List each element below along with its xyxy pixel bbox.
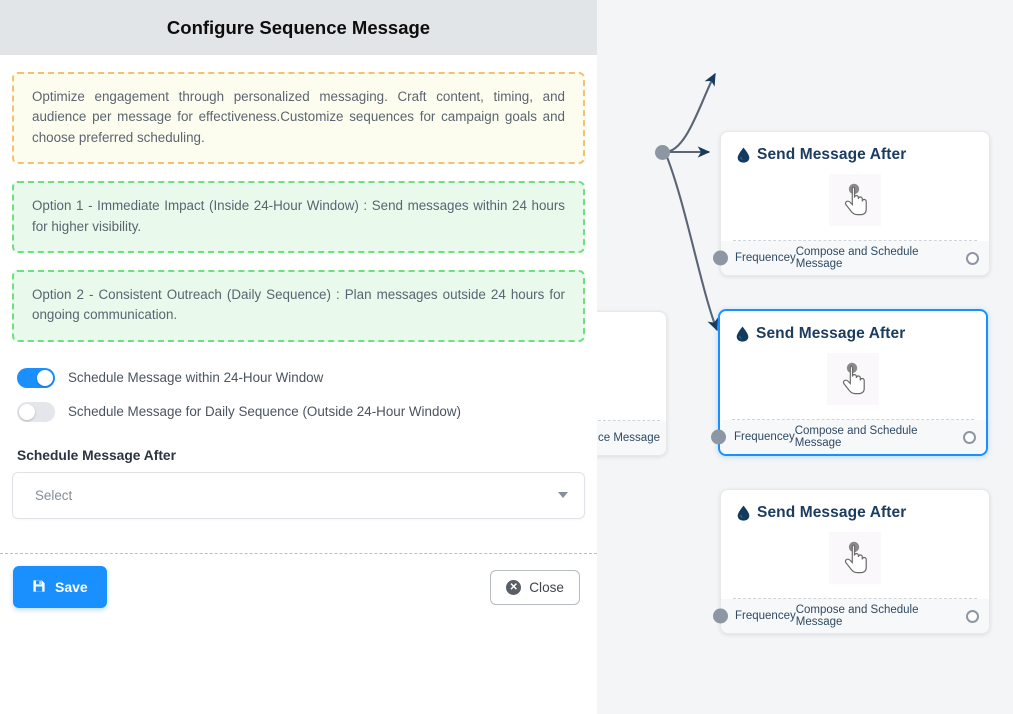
close-button-label: Close <box>529 579 564 595</box>
pointing-hand-cursor-icon <box>827 353 879 405</box>
node-1-title-row: Send Message After <box>737 146 973 164</box>
node-3-divider <box>733 598 977 599</box>
node-3-footer: Frequencey Compose and Schedule Message <box>713 599 989 633</box>
node-send-message-after-3[interactable]: Send Message After Frequencey Compose an… <box>713 489 990 634</box>
node-3-output-port[interactable] <box>966 609 979 623</box>
info-note: Optimize engagement through personalized… <box>12 72 585 165</box>
water-drop-icon <box>737 505 750 521</box>
save-button-label: Save <box>55 579 88 595</box>
node-3-input-port[interactable] <box>713 608 728 624</box>
chevron-down-icon[interactable] <box>558 492 568 499</box>
toggle-daily-sequence-label: Schedule Message for Daily Sequence (Out… <box>68 404 461 420</box>
node-2-divider <box>732 419 974 420</box>
node-2-body: Send Message After <box>720 311 986 419</box>
pointing-hand-cursor-icon <box>829 532 881 584</box>
dialog-body: Optimize engagement through personalized… <box>0 72 597 519</box>
configure-sequence-dialog: Configure Sequence Message Optimize enga… <box>0 0 597 608</box>
toggle-row-within-24h[interactable]: Schedule Message within 24-Hour Window <box>17 367 585 388</box>
close-button[interactable]: ✕ Close <box>490 569 580 605</box>
toggle-schedule-within-24h[interactable] <box>17 367 55 388</box>
node-2-footer: Frequencey Compose and Schedule Message <box>711 420 986 454</box>
flow-canvas[interactable]: ce Message Send Message After <box>597 0 1013 714</box>
close-icon: ✕ <box>506 579 522 595</box>
footer-divider <box>0 553 597 554</box>
node-3-title: Send Message After <box>757 504 907 521</box>
water-drop-icon <box>736 326 749 342</box>
node-2-title-row: Send Message After <box>736 325 970 343</box>
save-icon <box>32 579 46 596</box>
toggle-within-24h-label: Schedule Message within 24-Hour Window <box>68 370 324 386</box>
node-1-body: Send Message After <box>721 132 989 240</box>
edge-to-node-1 <box>664 72 716 154</box>
node-3-title-row: Send Message After <box>737 504 973 522</box>
node-1-input-port[interactable] <box>713 250 728 266</box>
node-send-message-after-1[interactable]: Send Message After Frequencey Compose an… <box>713 131 990 276</box>
node-1-output-port[interactable] <box>966 251 979 265</box>
page-title: Configure Sequence Message <box>166 16 431 38</box>
flow-edges <box>664 72 719 332</box>
node-2-input-port[interactable] <box>711 429 726 445</box>
schedule-select-value: Select <box>35 487 73 503</box>
edge-to-node-3 <box>664 151 719 332</box>
node-3-frequency-label: Frequencey <box>735 610 796 622</box>
node-send-message-after-2[interactable]: Send Message After Frequencey Compose an… <box>711 309 988 456</box>
schedule-message-after-label: Schedule Message After <box>17 447 176 463</box>
water-drop-icon <box>737 147 750 163</box>
node-2-frequency-label: Frequencey <box>734 431 795 443</box>
node-1-title: Send Message After <box>757 146 907 163</box>
node-3-compose-label: Compose and Schedule Message <box>795 604 919 628</box>
toggle-knob <box>19 403 35 420</box>
toggle-knob <box>37 369 53 386</box>
upstream-node-divider <box>597 420 660 421</box>
node-2-title: Send Message After <box>756 325 906 342</box>
node-1-compose-label: Compose and Schedule Message <box>795 246 919 270</box>
upstream-output-port[interactable] <box>655 145 670 160</box>
node-1-divider <box>733 240 977 241</box>
schedule-message-after-select[interactable]: Select <box>12 471 585 519</box>
toggle-schedule-daily-sequence[interactable] <box>17 401 55 422</box>
node-1-footer: Frequencey Compose and Schedule Message <box>713 241 989 275</box>
node-2-compose-label: Compose and Schedule Message <box>794 425 918 449</box>
pointing-hand-cursor-icon <box>829 174 881 226</box>
dialog-header: Configure Sequence Message <box>0 0 597 55</box>
upstream-node-footer-label: ce Message <box>597 421 666 455</box>
option-2-note: Option 2 - Consistent Outreach (Daily Se… <box>12 269 585 342</box>
node-1-frequency-label: Frequencey <box>735 252 796 264</box>
save-button[interactable]: Save <box>13 566 107 608</box>
option-1-note: Option 1 - Immediate Impact (Inside 24-H… <box>12 181 585 253</box>
toggle-row-daily-sequence[interactable]: Schedule Message for Daily Sequence (Out… <box>17 401 585 422</box>
upstream-node-partial[interactable]: ce Message <box>597 311 667 456</box>
dialog-footer: Save ✕ Close <box>0 566 597 608</box>
node-2-output-port[interactable] <box>963 430 976 444</box>
upstream-node-body <box>597 312 666 420</box>
node-3-body: Send Message After <box>721 490 989 598</box>
